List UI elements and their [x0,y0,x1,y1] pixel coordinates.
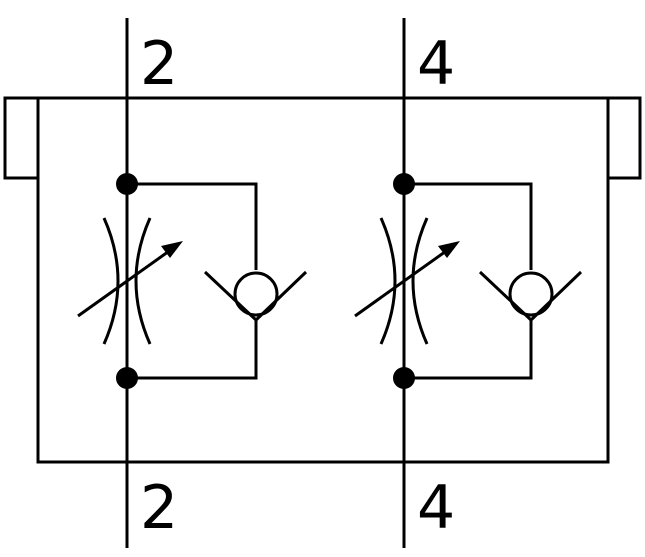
port-label-bottom-right: 4 [417,473,455,543]
throttle-arc-left [379,217,397,345]
return-line-left [127,318,258,380]
port-label-bottom-left: 2 [140,473,178,543]
check-valve-seat [203,270,308,323]
throttle-arc-right [134,217,152,345]
port-label-top-right: 4 [417,29,455,99]
check-valve-icon [203,270,308,323]
left-mounting-lug [3,96,40,180]
junction-dot-icon [393,173,415,195]
bypass-line-right [404,182,533,270]
junction-dot-icon [393,367,415,389]
return-line-right [404,318,533,380]
port-label-top-left: 2 [140,29,178,99]
check-valve-seat [478,270,583,323]
adjust-arrow-shaft [77,247,173,318]
check-valve-ball [508,271,554,317]
valve-body [3,96,642,464]
right-mounting-lug [606,96,642,180]
channel-left: 2 2 [77,18,308,548]
adjustable-throttle-icon [354,217,460,345]
body-outline [36,96,610,464]
adjustable-throttle-icon [77,217,183,345]
junction-dot-icon [116,173,138,195]
throttle-arc-right [411,217,429,345]
adjust-arrow-head [161,241,183,258]
adjust-arrow-head [438,241,460,258]
check-valve-icon [478,270,583,323]
channel-right: 4 4 [354,18,583,548]
throttle-arc-left [102,217,120,345]
junction-dot-icon [116,367,138,389]
check-valve-ball [233,271,279,317]
adjust-arrow-shaft [354,247,450,318]
bypass-line-left [127,182,258,270]
